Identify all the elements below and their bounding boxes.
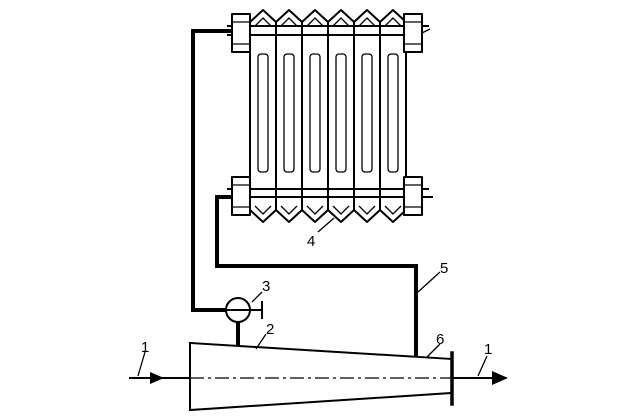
radiator-section-slot — [309, 53, 321, 173]
valve — [225, 297, 263, 346]
radiator-section — [249, 9, 277, 223]
radiator-section-slot — [335, 53, 347, 173]
radiator-section-slot — [361, 53, 373, 173]
labels: 1 3 2 4 5 6 1 — [141, 233, 492, 358]
inlet-arrow-icon — [150, 372, 164, 384]
label-valve: 3 — [262, 278, 270, 295]
label-return-pipe: 5 — [440, 260, 448, 277]
radiator-section — [327, 9, 355, 223]
radiator-section — [275, 9, 303, 223]
radiator-section-rib — [306, 17, 324, 215]
supply-pipe — [191, 29, 232, 312]
radiator-section-rib — [280, 17, 298, 215]
radiator-section-slot — [283, 53, 295, 173]
outlet-arrow-icon — [492, 371, 508, 385]
flow-axis — [129, 371, 508, 385]
label-inlet-flow: 1 — [141, 339, 149, 356]
radiator-section — [301, 9, 329, 223]
label-cone: 2 — [266, 321, 274, 338]
radiator — [227, 9, 433, 223]
radiator-section-slot — [257, 53, 269, 173]
label-radiator: 4 — [307, 233, 315, 250]
label-outlet-flow: 1 — [484, 341, 492, 358]
radiator-section-rib — [384, 17, 402, 215]
return-pipe — [215, 195, 418, 357]
radiator-section — [353, 9, 381, 223]
radiator-section — [379, 9, 407, 223]
radiator-section-slot — [387, 53, 399, 173]
radiator-section-rib — [254, 17, 272, 215]
radiator-top-manifold — [227, 13, 431, 53]
radiator-section-rib — [358, 17, 376, 215]
radiator-bottom-manifold — [227, 176, 433, 216]
cone-nozzle — [188, 341, 454, 412]
label-junction: 6 — [436, 331, 444, 348]
pipes — [191, 29, 418, 357]
radiator-sections — [249, 9, 407, 223]
radiator-section-rib — [332, 17, 350, 215]
leader-lines — [137, 217, 488, 377]
